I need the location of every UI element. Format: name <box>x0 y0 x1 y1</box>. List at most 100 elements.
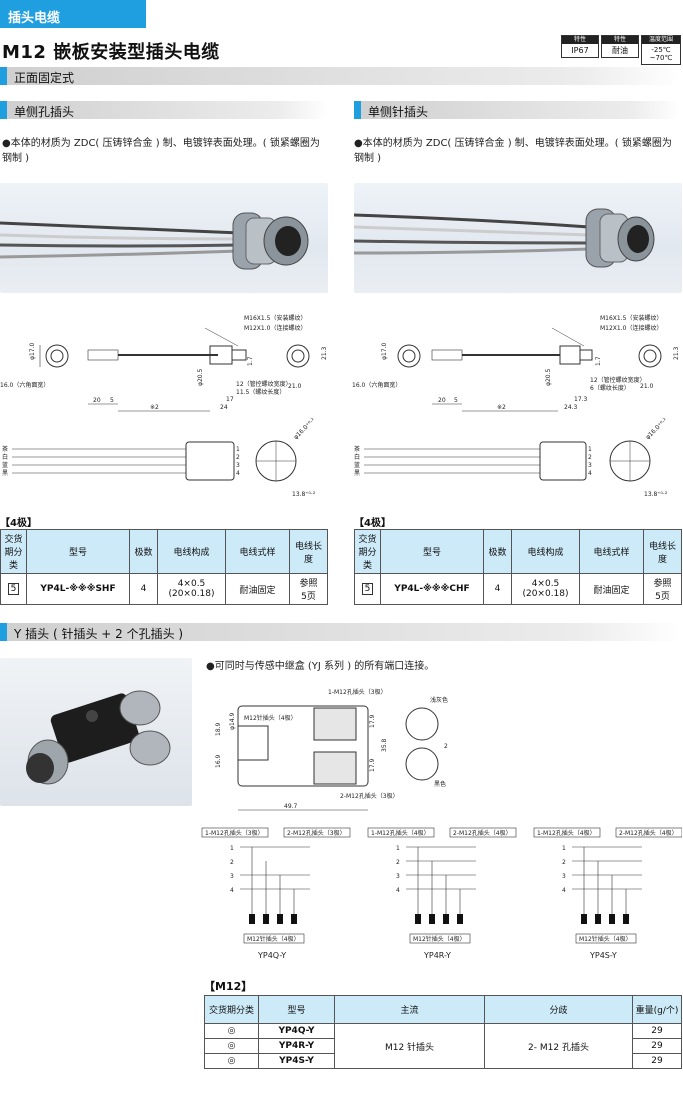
wiring-diagrams: 1-M12孔插头（3极） 2-M12孔插头（3极） 1 2 3 4 M12针插头… <box>201 827 682 960</box>
section-mark <box>354 101 361 119</box>
y-connector-illustration <box>26 690 171 785</box>
pin-num: 2 <box>230 859 234 866</box>
wiring-bottom-label: M12针插头（4极） <box>579 935 632 943</box>
table-row: ◎ YP4Q-Y M12 针插头 2- M12 孔插头 29 <box>204 1023 682 1069</box>
dim-hex: 16.0（六角面宽） <box>0 381 49 389</box>
right-panel-desc: ●本体的材质为 ZDC( 压铸锌合金 ) 制、电镀锌表面处理。( 锁紧螺圈为钢制… <box>354 138 672 164</box>
y-section-desc: ●可同时与传感中继盒 (YJ 系列 ) 的所有端口连接。 <box>206 661 435 672</box>
dim-cable: ※2 <box>150 404 159 411</box>
spec-oil: 特性 耐油 <box>601 35 639 58</box>
wire-color-4: 黑 <box>2 470 8 477</box>
dim-cable: ※2 <box>497 404 506 411</box>
dim-179b: 17.9 <box>369 758 376 772</box>
wiring-yp4q: 1-M12孔插头（3极） 2-M12孔插头（3极） 1 2 3 4 M12针插头… <box>201 827 351 960</box>
cell-type: 耐油固定 <box>225 573 290 605</box>
wire-color-1: 茶 <box>2 445 8 453</box>
y-section-bar: Y 插头 ( 针插头 + 2 个孔插头 ) <box>0 623 680 641</box>
wiring-yp4s: 1-M12孔插头（4极） 2-M12孔插头（4极） 1 2 3 4 M12针插头… <box>533 827 682 960</box>
wiring-right-label: 2-M12孔插头（3极） <box>287 829 346 837</box>
spec-head: 特性 <box>562 36 598 44</box>
wiring-name: YP4R-Y <box>423 951 451 960</box>
th-branch: 分歧 <box>484 995 633 1024</box>
th-length: 电线长度 <box>643 529 682 574</box>
pin-num: 4 <box>396 887 400 894</box>
pin-2: 2 <box>236 454 240 461</box>
wiring-right-label: 2-M12孔插头（4极） <box>619 829 678 837</box>
th-poles: 极数 <box>129 529 158 574</box>
spec-temp: 温度范围 -25℃ ~70℃ <box>641 35 681 65</box>
spec-value: -25℃ ~70℃ <box>649 46 673 62</box>
section-mark <box>0 623 7 641</box>
dim-flange: φ20.5 <box>197 369 204 387</box>
dim-189: 18.9 <box>215 722 222 736</box>
cell-model: YP4L-※※※CHF <box>380 573 484 605</box>
pin-num: 4 <box>562 887 566 894</box>
th-delivery: 交货期分类 <box>0 529 27 574</box>
dim-body: φ17.0 <box>381 343 388 361</box>
table-header: 交货期分类 型号 极数 电线构成 电线式样 电线长度 <box>354 529 682 574</box>
table-row: ◎ YP4S-Y 29 <box>204 1053 682 1069</box>
panel-width: 13.8⁺⁰·² <box>292 491 316 498</box>
cell-poles: 4 <box>483 573 512 605</box>
dim-body: φ17.0 <box>29 343 36 361</box>
pin-num: 1 <box>396 845 400 852</box>
cell-model: YP4Q-Y <box>258 1023 335 1039</box>
dim-e: 21.0 <box>288 383 302 390</box>
wiring-name: YP4S-Y <box>589 951 617 960</box>
wiring-left-label: 1-M12孔插头（4极） <box>537 829 596 837</box>
dim-g: 1.7 <box>247 356 254 366</box>
th-type: 电线式样 <box>579 529 644 574</box>
dim-thread2: M12X1.0（连接螺纹） <box>244 324 306 332</box>
cell-length: 参照 5页 <box>643 573 682 605</box>
wiring-right-label: 2-M12孔插头（4极） <box>453 829 512 837</box>
dim-a: 20 <box>93 397 101 404</box>
cell-wire: 4×0.5 (20×0.18) <box>157 573 226 605</box>
pin-num: 2 <box>562 859 566 866</box>
label-top: 1-M12孔插头（3极） <box>328 688 387 696</box>
pin-num: 3 <box>562 873 566 880</box>
dim-e: 21.0 <box>640 383 654 390</box>
dim-497: 49.7 <box>284 803 298 810</box>
label-pin: M12针插头（4极） <box>244 714 297 722</box>
wire-color-1: 茶 <box>354 445 360 453</box>
left-panel-title: 单侧孔插头 <box>14 105 75 119</box>
left-panel-bar: 单侧孔插头 <box>0 101 328 119</box>
dim-179a: 17.9 <box>369 714 376 728</box>
dim-169: 16.9 <box>215 754 222 768</box>
pin-4: 4 <box>588 470 592 477</box>
th-wire: 电线构成 <box>511 529 580 574</box>
dim-c: 24 <box>220 404 228 411</box>
dim-21: 21 <box>444 743 448 750</box>
th-delivery: 交货期分类 <box>204 995 259 1024</box>
dim-thread2: M12X1.0（连接螺纹） <box>600 324 662 332</box>
left-grade: 【4极】 <box>0 518 37 529</box>
cell-weight: 29 <box>632 1053 682 1069</box>
pin-num: 3 <box>396 873 400 880</box>
left-product-photo <box>0 183 328 293</box>
th-weight: 重量(g/个) <box>632 995 682 1024</box>
dim-d: 17.3 <box>574 396 588 403</box>
dim-note1: 12（管控螺纹宽度） <box>590 376 646 384</box>
th-length: 电线长度 <box>289 529 328 574</box>
cell-poles: 4 <box>129 573 158 605</box>
cable-photo-illustration <box>0 212 309 270</box>
y-section-title: Y 插头 ( 针插头 + 2 个孔插头 ) <box>14 627 184 641</box>
table-row: 5 YP4L-※※※CHF 4 4×0.5 (20×0.18) 耐油固定 参照 … <box>354 573 682 605</box>
table-header: 交货期分类 型号 主流 分歧 重量(g/个) <box>204 995 682 1024</box>
category-tag: 插头电缆 <box>0 0 146 28</box>
cell-delivery: ◎ <box>204 1053 259 1069</box>
pin-1: 1 <box>236 446 240 453</box>
dim-358: 35.8 <box>381 738 388 752</box>
dim-b: 5 <box>110 397 114 404</box>
pin-num: 4 <box>230 887 234 894</box>
cell-delivery: 5 <box>354 573 381 605</box>
cell-weight: 29 <box>632 1038 682 1054</box>
wiring-left-label: 1-M12孔插头（4极） <box>371 829 430 837</box>
cell-wire: 4×0.5 (20×0.18) <box>511 573 580 605</box>
cell-delivery: ◎ <box>204 1038 259 1054</box>
dim-hex: 16.0（六角面宽） <box>352 381 401 389</box>
th-type: 电线式样 <box>225 529 290 574</box>
wiring-yp4r: 1-M12孔插头（4极） 2-M12孔插头（4极） 1 2 3 4 M12针插头… <box>367 827 517 960</box>
wire-color-2: 白 <box>354 453 360 461</box>
pin-num: 2 <box>396 859 400 866</box>
